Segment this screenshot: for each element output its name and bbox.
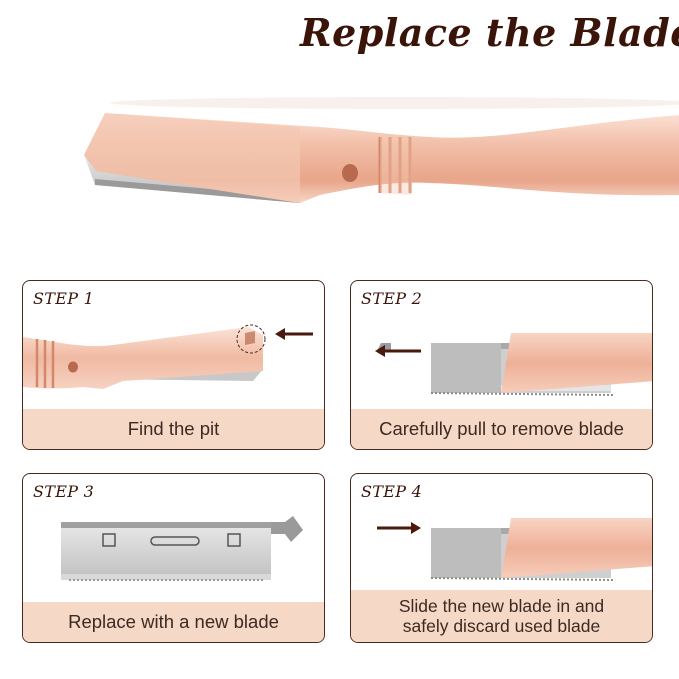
step-4-card: STEP 4 Slide the new blade in and safely… xyxy=(350,473,653,643)
step-1-illustration xyxy=(23,324,313,389)
step-1-caption: Find the pit xyxy=(23,409,324,449)
razor-hero-image xyxy=(84,97,679,203)
step-3-caption: Replace with a new blade xyxy=(23,602,324,642)
step-3-label: STEP 3 xyxy=(33,482,95,501)
step-2-caption: Carefully pull to remove blade xyxy=(351,409,652,449)
page-title: Replace the Blade xyxy=(300,10,679,55)
step-1-card: STEP 1 Find the pit xyxy=(22,280,325,450)
step-2-card: STEP 2 Carefully pull to remove blade xyxy=(350,280,653,450)
step-4-illustration xyxy=(377,518,652,581)
step-4-caption-line-1: Slide the new blade in and xyxy=(398,596,605,616)
step-2-illustration xyxy=(375,333,652,396)
step-3-card: STEP 3 Replace with a new blade xyxy=(22,473,325,643)
step-1-label: STEP 1 xyxy=(33,289,95,308)
step-3-illustration xyxy=(61,516,303,581)
step-4-caption: Slide the new blade in and safely discar… xyxy=(351,590,652,642)
step-4-label: STEP 4 xyxy=(361,482,423,501)
step-4-caption-line-2: safely discard used blade xyxy=(402,616,601,636)
step-2-label: STEP 2 xyxy=(361,289,423,308)
